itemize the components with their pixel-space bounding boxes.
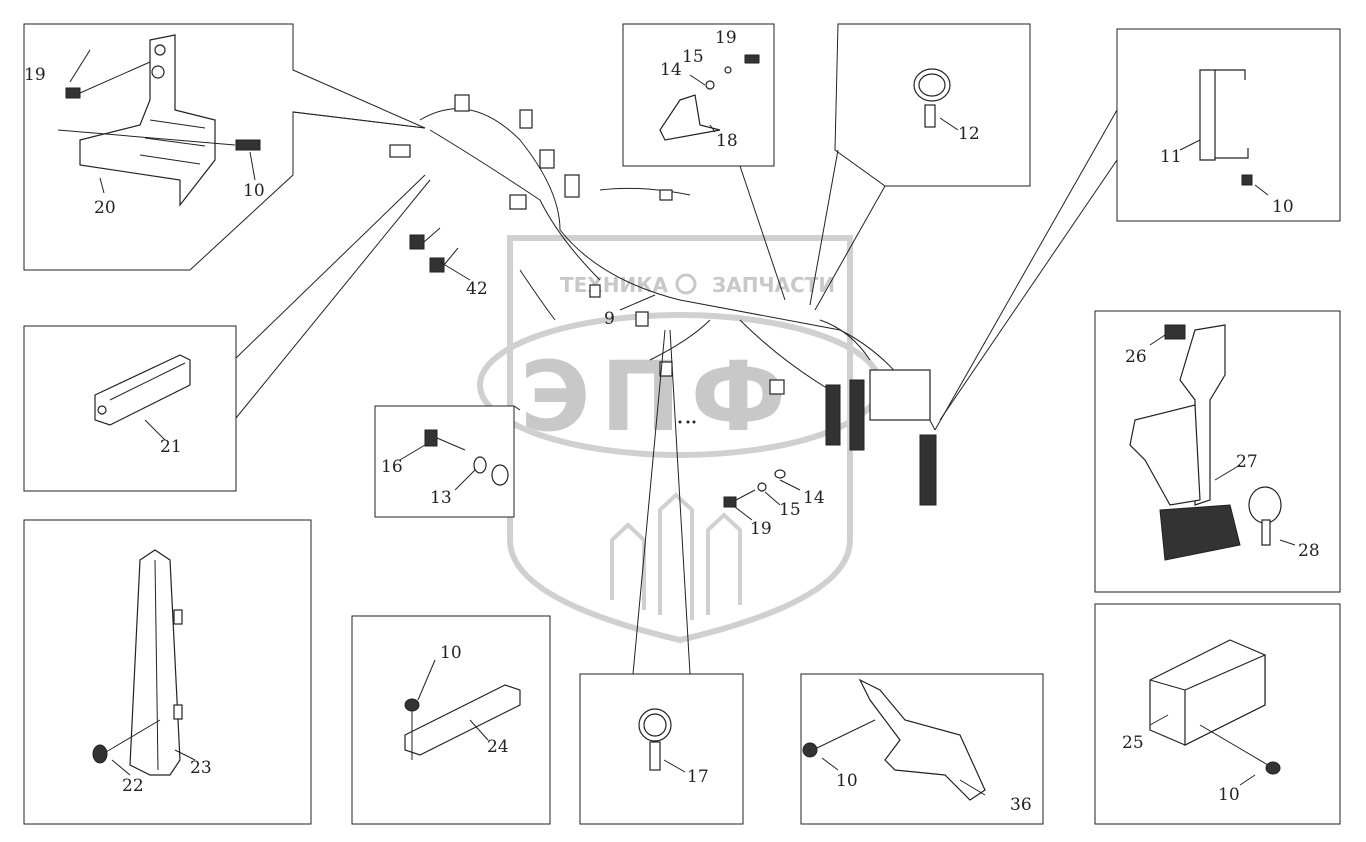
panel-bracket-11	[934, 28, 1341, 431]
label-10-bottomcenter: 10	[440, 643, 462, 663]
label-19-topleft: 19	[24, 65, 46, 85]
panel-clamp-12	[809, 23, 1031, 311]
label-26: 26	[1125, 347, 1147, 367]
bolt-42	[409, 227, 471, 281]
watermark-text-right: ЗАПЧАСТИ	[712, 273, 835, 297]
label-20: 20	[94, 198, 116, 218]
label-25: 25	[1122, 733, 1144, 753]
label-21: 21	[160, 437, 182, 457]
label-28: 28	[1298, 541, 1320, 561]
watermark: ТЕХНИКА ЗАПЧАСТИ ЭПФ	[477, 235, 883, 644]
watermark-shield	[507, 235, 853, 644]
label-22: 22	[122, 776, 144, 796]
panel-cover-36	[800, 673, 1044, 825]
panel-clamp-17	[579, 329, 744, 825]
label-23: 23	[190, 758, 212, 778]
label-10-topleft: 10	[243, 181, 265, 201]
panel-cover-21	[23, 174, 431, 492]
label-24: 24	[487, 737, 509, 757]
label-14-center: 14	[803, 488, 825, 508]
label-9: 9	[604, 309, 615, 329]
panel-bolt-16	[374, 405, 521, 518]
label-13: 13	[430, 488, 452, 508]
panel-bracket-18	[622, 23, 786, 301]
panel-module-25	[1094, 603, 1341, 825]
label-18: 18	[716, 131, 738, 151]
panel-bracket-24	[351, 615, 551, 825]
panel-bracket-20	[23, 23, 426, 271]
label-12: 12	[958, 124, 980, 144]
label-19-topcenter: 19	[715, 28, 737, 48]
label-36: 36	[1010, 795, 1032, 815]
label-15-topcenter: 15	[682, 47, 704, 67]
label-42: 42	[466, 279, 488, 299]
panel-bracket-27	[1094, 310, 1341, 593]
label-27: 27	[1236, 452, 1258, 472]
label-16: 16	[381, 457, 403, 477]
label-10-topright: 10	[1272, 197, 1294, 217]
label-19-center: 19	[750, 519, 772, 539]
watermark-logo: ЭПФ	[520, 341, 796, 453]
label-15-center: 15	[779, 500, 801, 520]
watermark-buildings	[610, 492, 742, 620]
label-17: 17	[687, 767, 709, 787]
gear-icon	[675, 273, 697, 295]
watermark-text-left: ТЕХНИКА	[560, 273, 669, 297]
panel-duct-23	[23, 519, 312, 825]
wiring-harness	[389, 94, 937, 506]
label-11: 11	[1160, 147, 1182, 167]
label-10-bottomright-box: 10	[1218, 785, 1240, 805]
fastener-group-center	[723, 469, 801, 521]
label-10-bottomright: 10	[836, 771, 858, 791]
label-14-topcenter: 14	[660, 60, 682, 80]
